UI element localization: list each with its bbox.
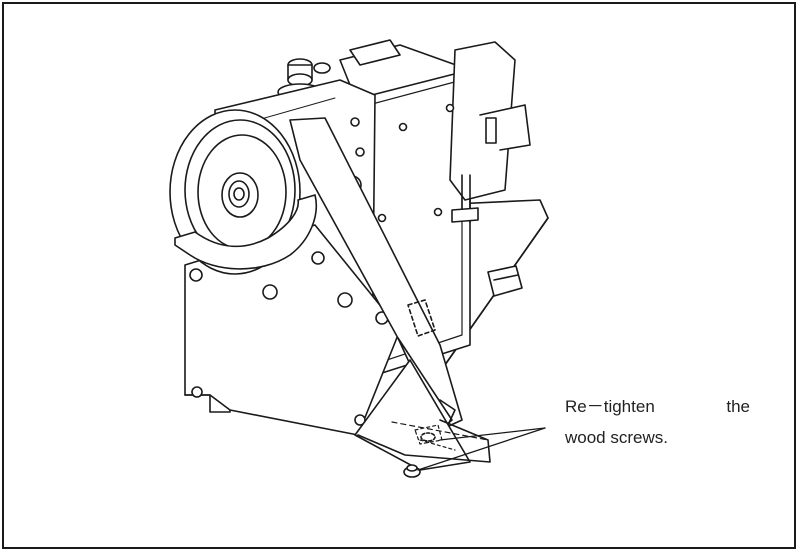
handwheel bbox=[169, 109, 301, 275]
stand-bracket bbox=[354, 359, 491, 471]
callout-line-2: wood screws. bbox=[565, 428, 668, 447]
needle-assembly bbox=[449, 41, 531, 223]
belt-guard bbox=[174, 194, 317, 270]
wood-screw-hidden bbox=[420, 432, 436, 442]
callout-leader bbox=[417, 427, 546, 471]
callout-word-2: the bbox=[726, 397, 750, 416]
callout-word-1: Re－tighten bbox=[565, 397, 655, 416]
base-plate bbox=[184, 224, 401, 436]
wood-screw bbox=[403, 464, 421, 478]
callout-text: Re－tighten the wood screws. bbox=[565, 391, 750, 453]
table-latch bbox=[487, 265, 523, 297]
